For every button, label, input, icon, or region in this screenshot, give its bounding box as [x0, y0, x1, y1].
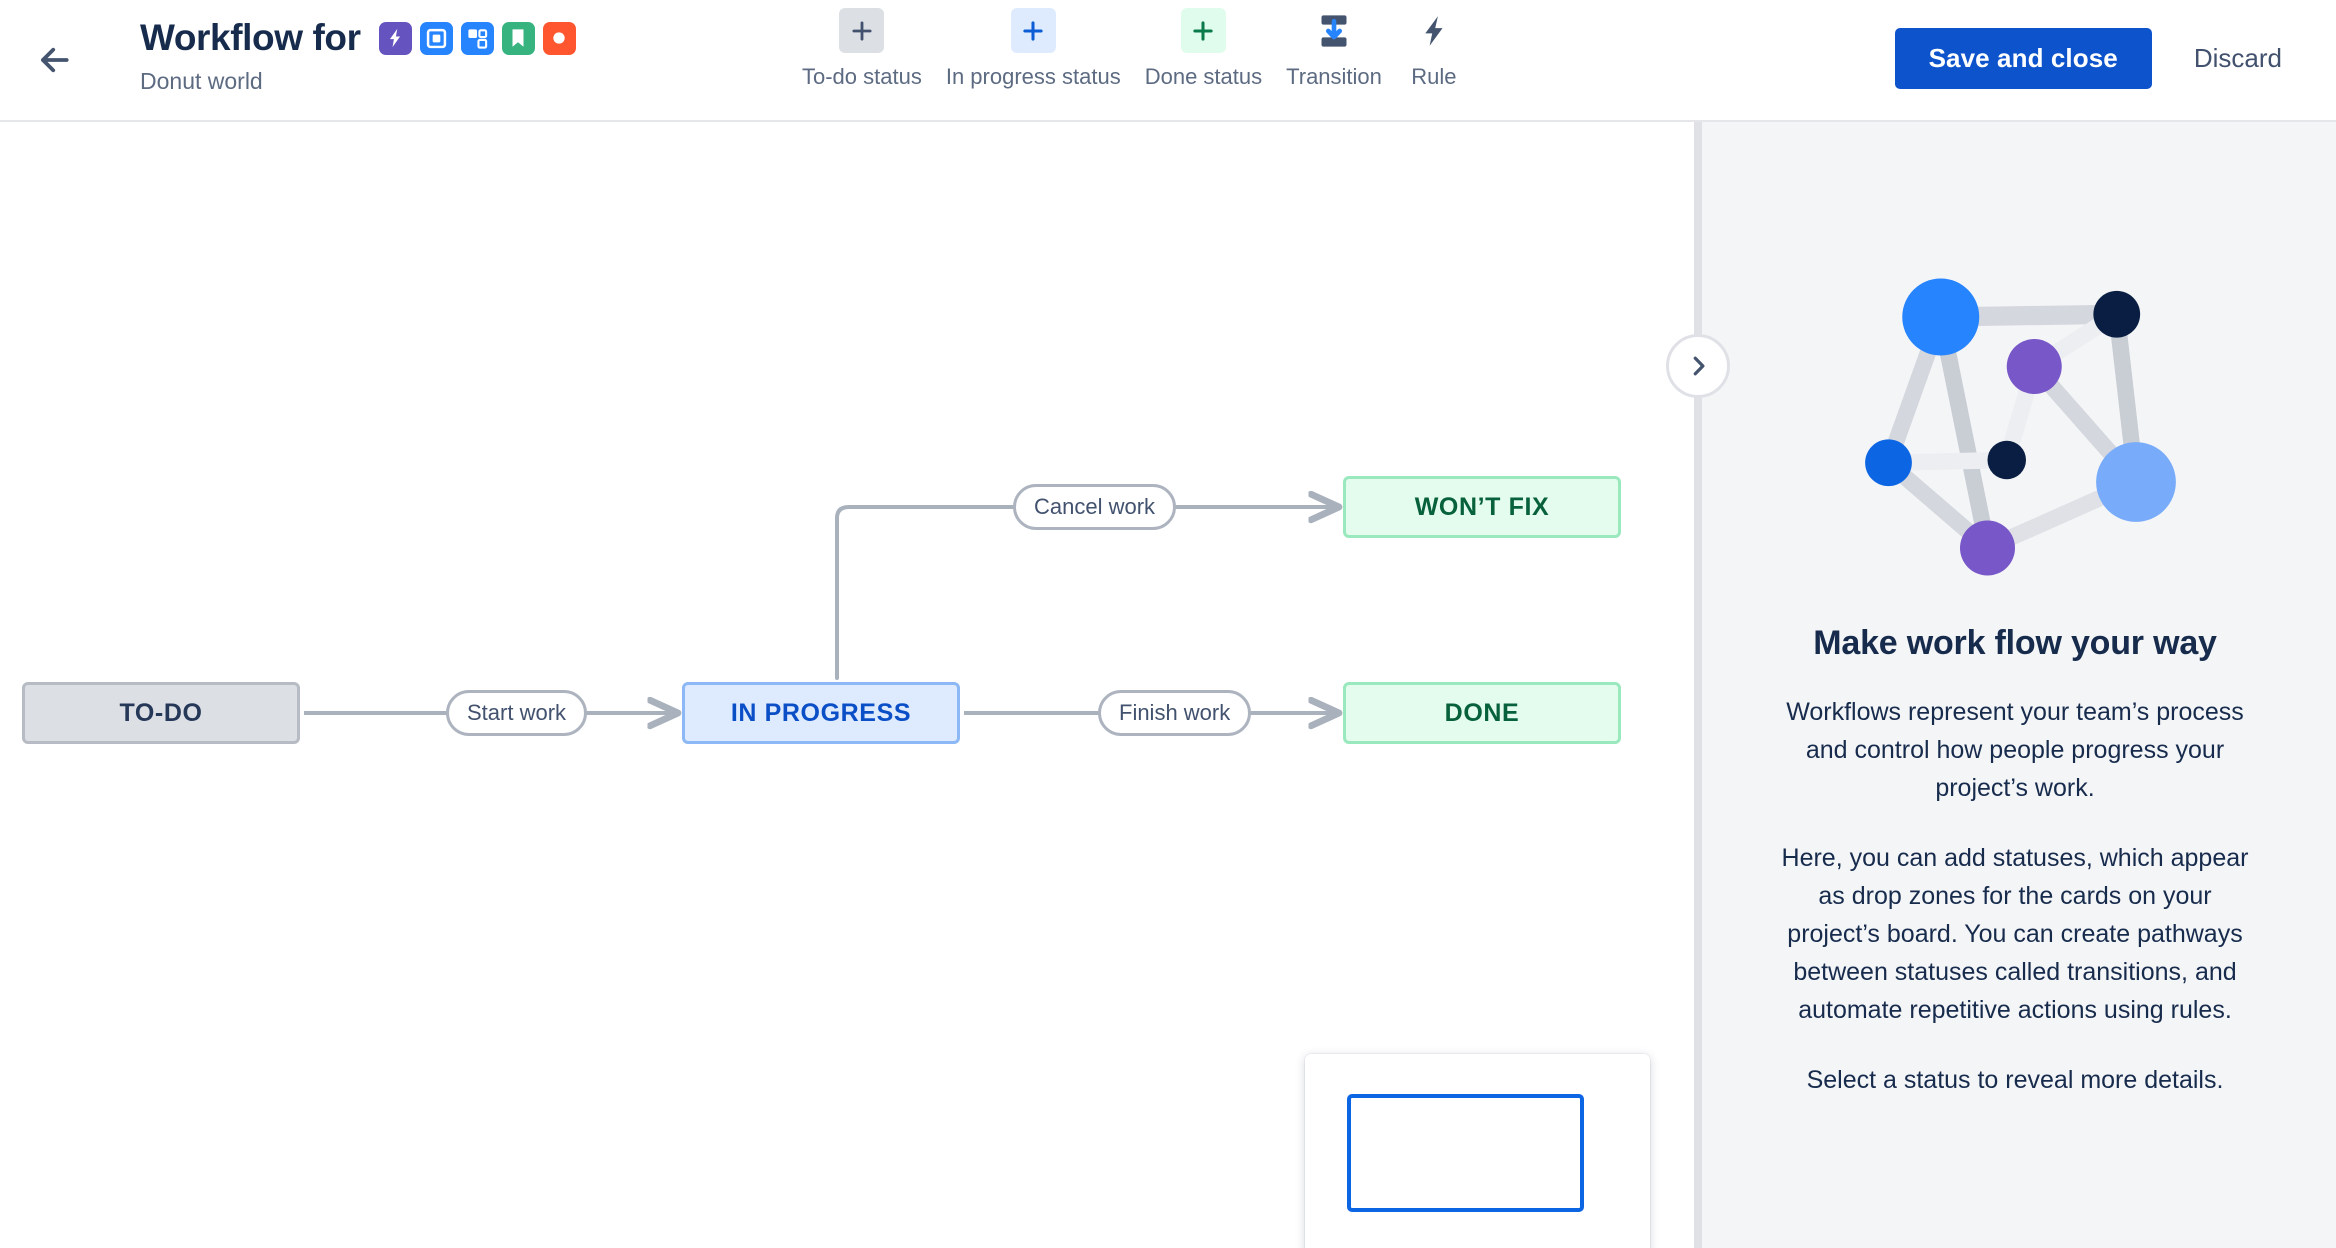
bookmark-project-icon[interactable]	[501, 21, 535, 55]
tool-add-todo-status[interactable]: To-do status	[790, 8, 934, 90]
transition-icon	[1312, 8, 1357, 53]
page-subtitle: Donut world	[140, 68, 263, 94]
transition-label-cancel-work[interactable]: Cancel work	[1013, 484, 1177, 530]
tool-add-done-status[interactable]: Done status	[1133, 8, 1274, 90]
minimap-panel	[1305, 1054, 1650, 1248]
status-node-in-progress[interactable]: IN PROGRESS	[682, 682, 960, 744]
transition-label-text: Cancel work	[1034, 494, 1156, 519]
edge-inprogress-to-wontfix	[835, 505, 1015, 680]
plus-icon	[1010, 8, 1056, 53]
bookmark-glyph	[512, 29, 524, 47]
panel-title: Make work flow your way	[1813, 624, 2217, 662]
tool-add-rule[interactable]: Rule	[1394, 8, 1474, 90]
tool-add-inprogress-status[interactable]: In progress status	[934, 8, 1133, 90]
discard-button[interactable]: Discard	[2174, 28, 2302, 89]
page-title: Workflow for	[140, 17, 361, 58]
tool-add-transition[interactable]: Transition	[1274, 8, 1394, 90]
tool-label: To-do status	[802, 64, 922, 89]
bolt-icon	[1411, 8, 1456, 53]
chevron-right-icon	[1693, 356, 1705, 376]
tool-label: Rule	[1411, 64, 1457, 89]
project-icon-list	[378, 21, 576, 55]
top-bar: Workflow for	[0, 0, 2336, 122]
status-node-label: TO-DO	[119, 698, 203, 727]
square-glyph	[426, 28, 446, 48]
bolt-glyph	[390, 28, 401, 48]
panel-paragraph: Workflows represent your team’s process …	[1786, 698, 2244, 802]
tool-label: In progress status	[945, 64, 1121, 89]
tool-label: Transition	[1286, 64, 1382, 89]
minimap-view-rect[interactable]	[1347, 1094, 1584, 1212]
panel-paragraph: Select a status to reveal more details.	[1806, 1066, 2224, 1094]
workflow-canvas[interactable]: TO-DO IN PROGRESS WON’T FIX DONE Start w…	[0, 122, 1694, 1248]
nodes-glyph	[468, 28, 487, 49]
collapse-panel-button[interactable]	[1666, 334, 1730, 398]
status-node-todo[interactable]: TO-DO	[22, 682, 300, 744]
panel-body: Workflows represent your team’s process …	[1780, 693, 2250, 1131]
square-project-icon[interactable]	[419, 21, 453, 55]
status-node-wont-fix[interactable]: WON’T FIX	[1343, 476, 1621, 538]
circle-glyph	[553, 32, 565, 44]
transition-label-text: Finish work	[1119, 700, 1231, 725]
plus-icon	[1180, 8, 1226, 53]
save-and-close-button[interactable]: Save and close	[1894, 28, 2152, 89]
transition-label-finish-work[interactable]: Finish work	[1098, 690, 1252, 736]
plus-icon	[839, 8, 885, 53]
title-block: Workflow for	[140, 16, 576, 96]
panel-paragraph: Here, you can add statuses, which appear…	[1781, 844, 2249, 1024]
workflow-toolbar: To-do status In progress status Done sta…	[790, 8, 1474, 90]
panel-divider	[1694, 122, 1702, 1248]
nodes-project-icon[interactable]	[460, 21, 494, 55]
arrow-left-icon	[41, 47, 69, 73]
network-nodes-illustration	[1865, 278, 2176, 576]
status-node-done[interactable]: DONE	[1343, 682, 1621, 744]
topbar-actions: Save and close Discard	[1894, 28, 2302, 89]
circle-project-icon[interactable]	[542, 21, 576, 55]
back-button[interactable]	[28, 34, 80, 86]
status-node-label: IN PROGRESS	[730, 698, 912, 727]
info-panel: Make work flow your way Workflows repres…	[1694, 122, 2336, 1248]
transition-label-start-work[interactable]: Start work	[446, 690, 588, 736]
status-node-label: DONE	[1444, 698, 1520, 727]
status-node-label: WON’T FIX	[1414, 492, 1550, 521]
bolt-project-icon[interactable]	[378, 21, 412, 55]
minimap-viewport[interactable]	[1305, 1054, 1650, 1248]
transition-label-text: Start work	[467, 700, 567, 725]
tool-label: Done status	[1144, 64, 1263, 89]
editor-body: TO-DO IN PROGRESS WON’T FIX DONE Start w…	[0, 122, 2336, 1248]
